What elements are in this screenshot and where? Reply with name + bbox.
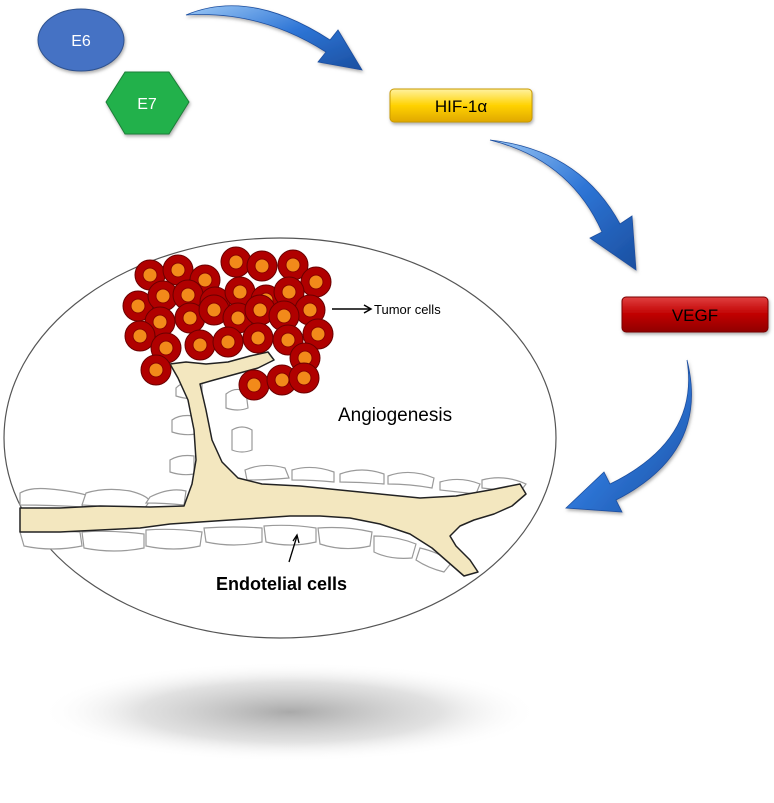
endothelial-cell-outlines [19,380,527,573]
tumor-cell-nucleus [155,288,171,304]
arrow-hif-to-vegf [489,139,637,271]
e6-label: E6 [71,33,91,50]
tumor-cell-nucleus [180,287,196,303]
blood-vessel [19,351,527,577]
angiogenesis-label: Angiogenesis [338,405,452,426]
tumor-cell-nucleus [132,328,148,344]
tumor-cell-nucleus [170,262,186,278]
tumor-cell-nucleus [220,334,236,350]
tumor-cell-nucleus [252,302,268,318]
tumor-cell-nucleus [152,314,168,330]
tumor-cell-nucleus [250,330,266,346]
ellipse-shadow [40,662,540,762]
tumor-cell-nucleus [232,284,248,300]
tumor-cell-nucleus [130,298,146,314]
tumor-cell-nucleus [280,332,296,348]
arrow-vegf-to-angiogenesis [565,359,692,513]
endothelial-cells-label: Endotelial cells [216,574,347,594]
tumor-cell-nucleus [281,284,297,300]
tumor-cell-nucleus [182,310,198,326]
tumor-cell-cluster [122,246,334,401]
tumor-cells-label: Tumor cells [374,302,441,317]
tumor-cell-nucleus [197,272,213,288]
e7-node [105,71,190,135]
tumor-cell-nucleus [308,274,324,290]
endothelial-cells-pointer [288,533,300,563]
tumor-cell-nucleus [285,257,301,273]
tumor-cell-nucleus [230,310,246,326]
vegf-node [621,296,769,333]
tumor-cell-nucleus [206,302,222,318]
tumor-cell-nucleus [228,254,244,270]
hif-1a-label: HIF-1α [435,97,488,116]
vegf-label: VEGF [672,306,718,325]
hif-1a-node [389,88,533,123]
tumor-cell-nucleus [254,258,270,274]
tumor-cell-nucleus [246,377,262,393]
tumor-cell-nucleus [274,372,290,388]
tumor-cell-nucleus [302,302,318,318]
tumor-cells-pointer [332,304,373,314]
tumor-cell-nucleus [276,308,292,324]
tumor-cell-nucleus [192,337,208,353]
tumor-cell-nucleus [158,340,174,356]
tumor-cell-nucleus [148,362,164,378]
tumor-cell-nucleus [296,370,312,386]
e7-label: E7 [137,96,157,113]
e6-node [37,8,125,72]
tumor-cell-nucleus [310,326,326,342]
tumor-cell-nucleus [142,267,158,283]
arrow-e6-to-hif [185,5,363,71]
